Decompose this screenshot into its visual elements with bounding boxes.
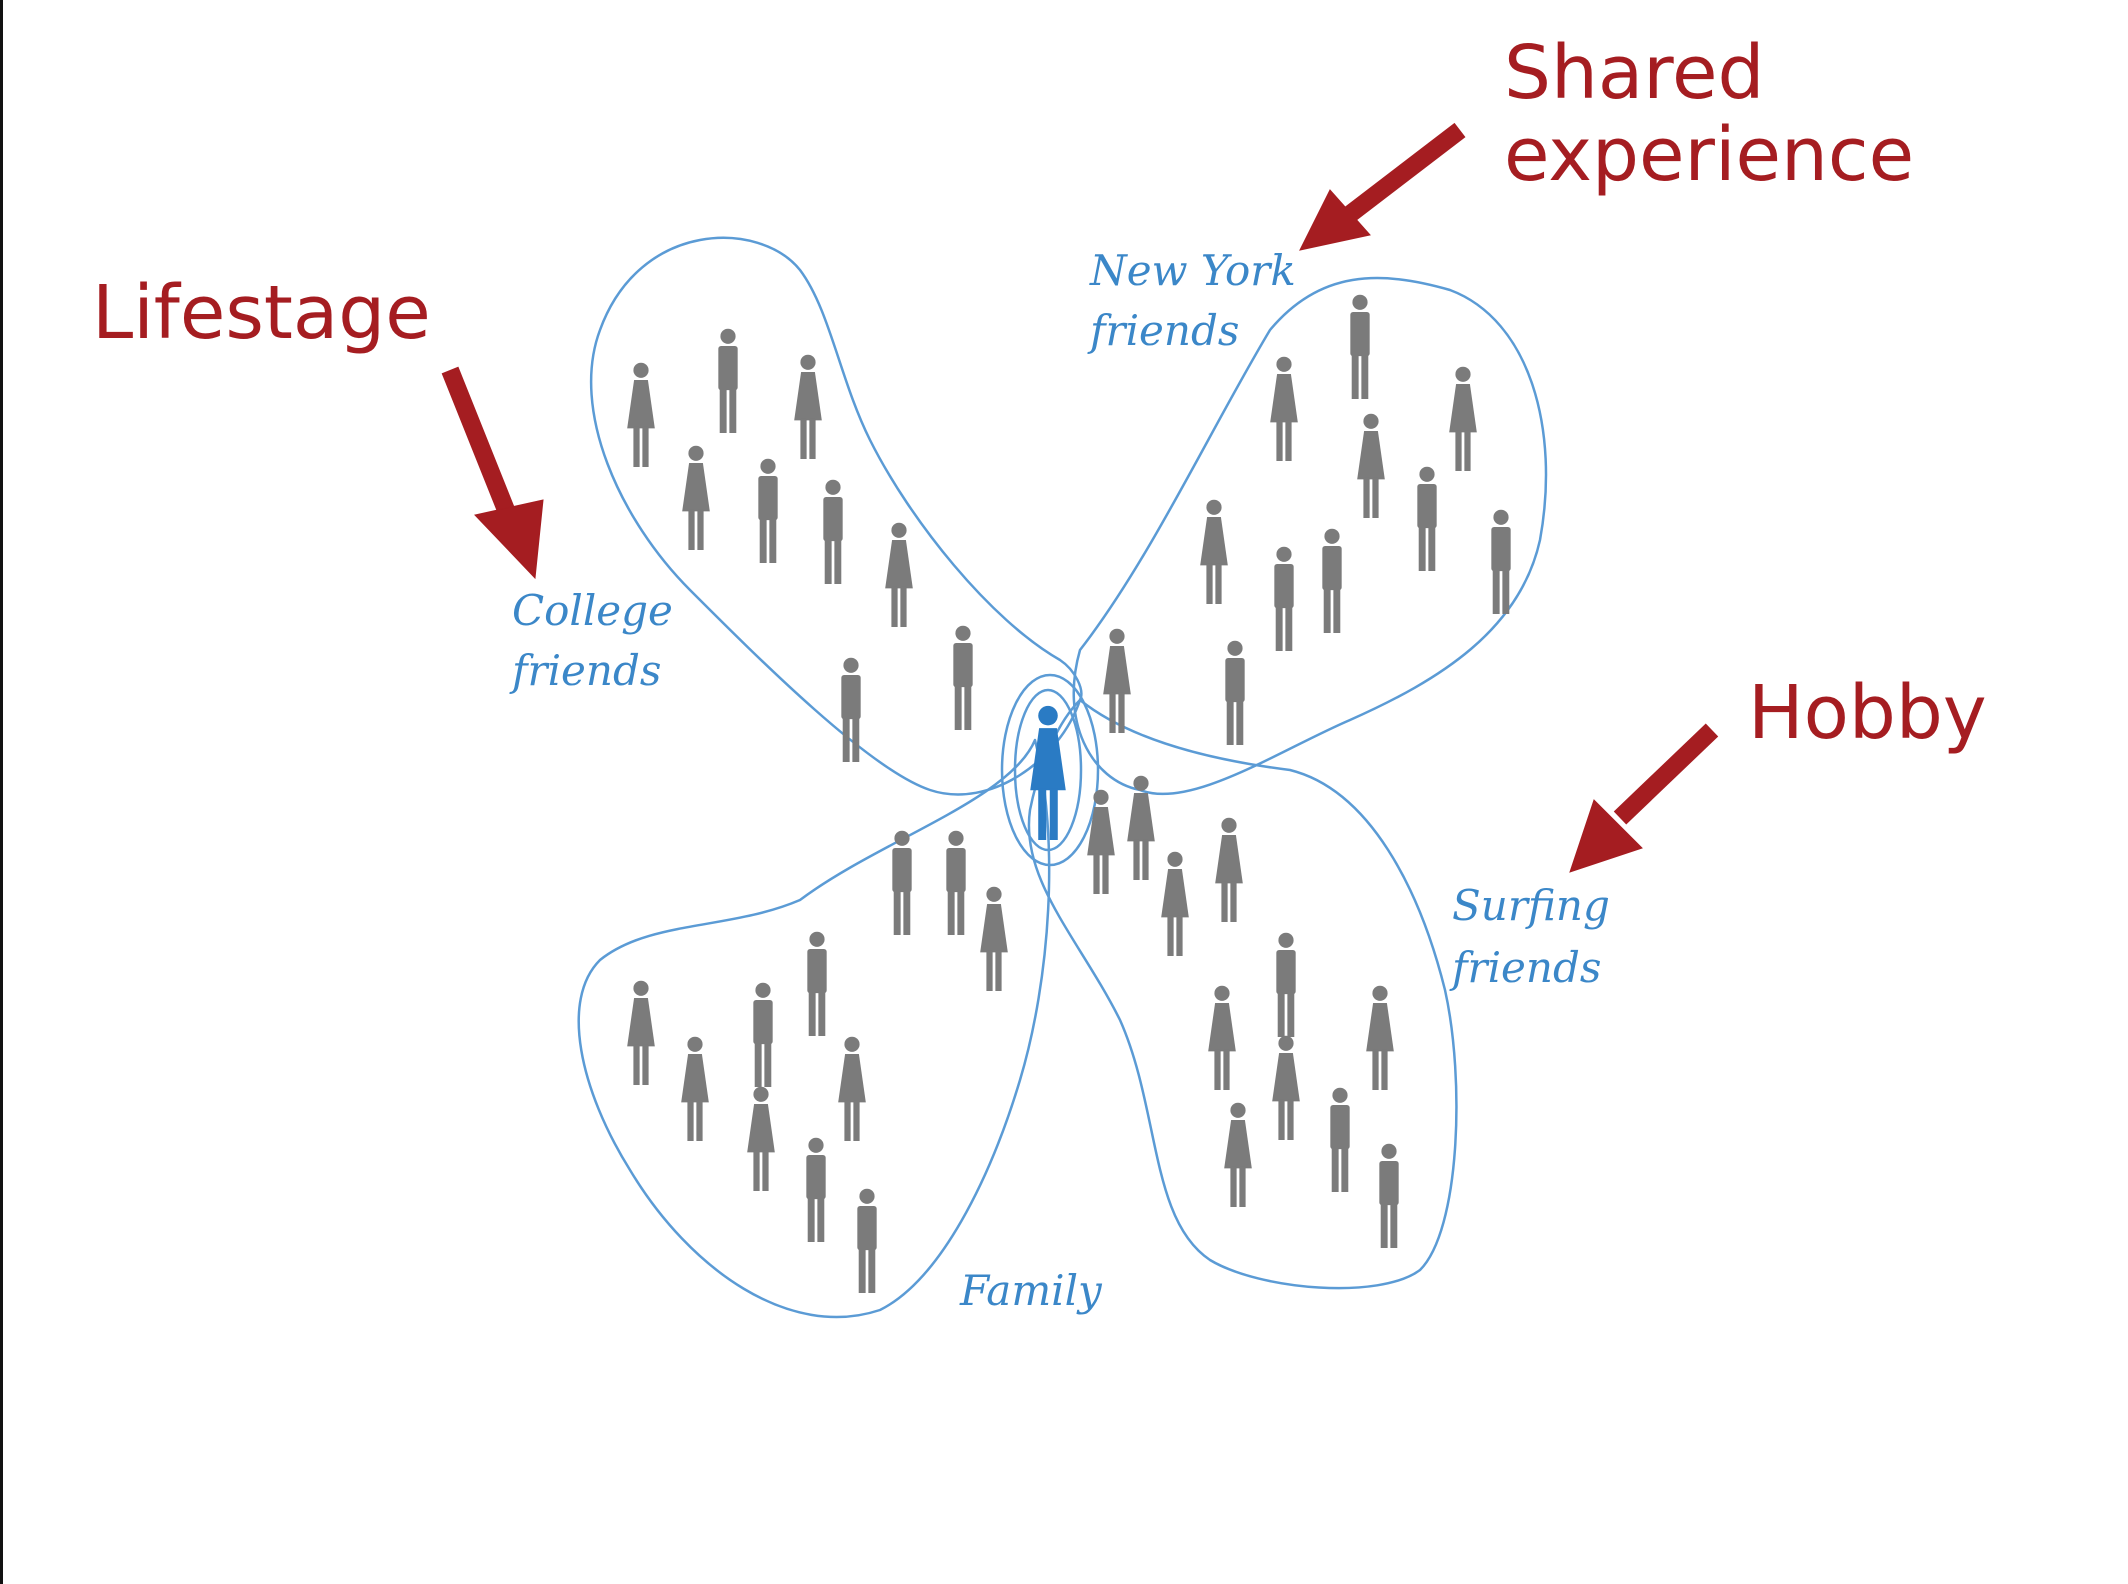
surfing-friends-outline	[1027, 698, 1458, 1290]
person-icon	[758, 458, 778, 563]
person-icon	[1208, 985, 1236, 1090]
new-york-friends-outline	[1072, 276, 1548, 796]
self-outline-outer	[1000, 673, 1100, 867]
person-icon	[627, 362, 655, 467]
group-label-new-york-line1: New York	[1089, 246, 1296, 295]
person-icon	[806, 1137, 826, 1242]
person-icon	[838, 1036, 866, 1141]
person-icon	[841, 657, 861, 762]
person-icon	[857, 1188, 877, 1293]
person-icon	[1224, 1102, 1252, 1207]
person-icon	[1200, 499, 1228, 604]
college-friends-outline	[589, 236, 1083, 796]
arrow-icon	[1299, 122, 1466, 251]
person-icon	[1087, 789, 1115, 894]
person-icon	[1330, 1087, 1350, 1192]
person-icon	[682, 445, 710, 550]
group-label-family: Family	[959, 1266, 1103, 1315]
self-outline-inner	[1013, 688, 1083, 852]
arrow-icon	[441, 366, 544, 580]
person-icon	[1491, 509, 1511, 614]
person-icon	[885, 522, 913, 627]
person-icon	[1417, 466, 1437, 571]
person-icon	[1357, 413, 1385, 518]
person-icon	[892, 830, 912, 935]
person-icon	[1274, 546, 1294, 651]
person-icon	[1449, 366, 1477, 471]
person-icon	[980, 886, 1008, 991]
arrow-icon	[1569, 723, 1719, 873]
group-label-surfing-line2: friends	[1449, 943, 1601, 992]
person-icon	[1276, 932, 1296, 1037]
category-shared-experience-line1: Shared	[1504, 30, 1765, 116]
person-icon	[1272, 1035, 1300, 1140]
left-border	[0, 0, 3, 1584]
person-icon	[1270, 356, 1298, 461]
person-icon	[627, 980, 655, 1085]
family-outline	[577, 738, 1051, 1319]
person-icon	[953, 625, 973, 730]
person-icon	[1350, 294, 1370, 399]
person-icon	[1215, 817, 1243, 922]
person-icon	[681, 1036, 709, 1141]
group-label-new-york-line2: friends	[1087, 306, 1239, 355]
person-icon	[1322, 528, 1342, 633]
person-icon	[1161, 851, 1189, 956]
group-label-college-line1: College	[512, 586, 673, 635]
group-label-college-line2: friends	[509, 646, 661, 695]
group-label-surfing-line1: Surfing	[1452, 881, 1610, 930]
person-icon	[823, 479, 843, 584]
person-icon	[807, 931, 827, 1036]
person-icon	[1366, 985, 1394, 1090]
person-icon	[747, 1086, 775, 1191]
person-icon	[753, 982, 773, 1087]
category-lifestage: Lifestage	[92, 270, 431, 356]
person-icon	[718, 328, 738, 433]
person-icon	[946, 830, 966, 935]
category-shared-experience-line2: experience	[1504, 112, 1915, 198]
person-icon	[1225, 640, 1245, 745]
category-shared-experience: Shared experience	[1504, 32, 1914, 196]
category-hobby: Hobby	[1748, 670, 1987, 756]
person-icon	[1379, 1143, 1399, 1248]
person-icon	[794, 354, 822, 459]
